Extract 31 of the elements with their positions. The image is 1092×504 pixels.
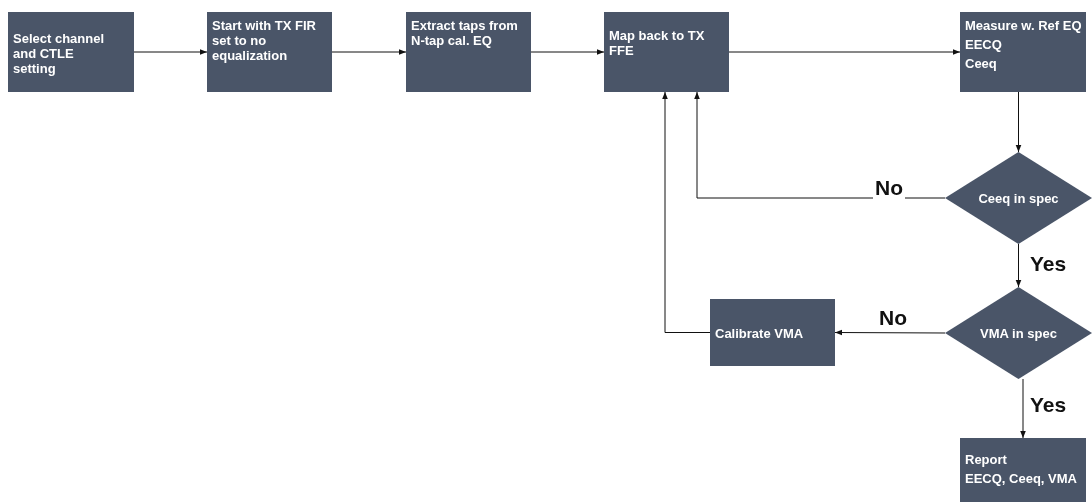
decision-diamond [945,152,1092,244]
process-box [207,12,332,92]
arrow [1020,378,1026,439]
node-text: Ceeq in spec [978,190,1059,206]
arrow [331,49,407,55]
node-text: Ceeq [965,56,997,71]
node-text: VMA in spec [980,325,1057,341]
arrow [694,91,946,199]
node-text: Calibrate VMA [715,326,804,341]
process-box [960,438,1086,502]
node-text: Start with TX FIR set to no equalization [212,18,317,63]
node-text: Extract taps from N-tap cal. EQ [411,18,519,48]
decision-diamond [945,287,1092,379]
process-box [604,12,729,92]
process-box [960,12,1086,92]
arrow [662,91,711,333]
arrow [728,49,961,55]
process-box [710,299,835,366]
arrow [133,49,208,55]
node-text: EECQ [965,37,1002,52]
arrow [530,49,605,55]
node-text: EECQ, Ceeq, VMA [965,471,1077,486]
node-text: Map back to TX FFE [609,28,706,58]
node-text: Measure w. Ref EQ [965,18,1082,33]
node-text: Report [965,452,1007,467]
process-box [8,12,134,92]
arrow [1015,91,1022,153]
arrow [834,329,946,336]
node-text: Select channel and CTLE setting [13,30,106,76]
arrow [1015,243,1022,288]
process-box [406,12,531,92]
